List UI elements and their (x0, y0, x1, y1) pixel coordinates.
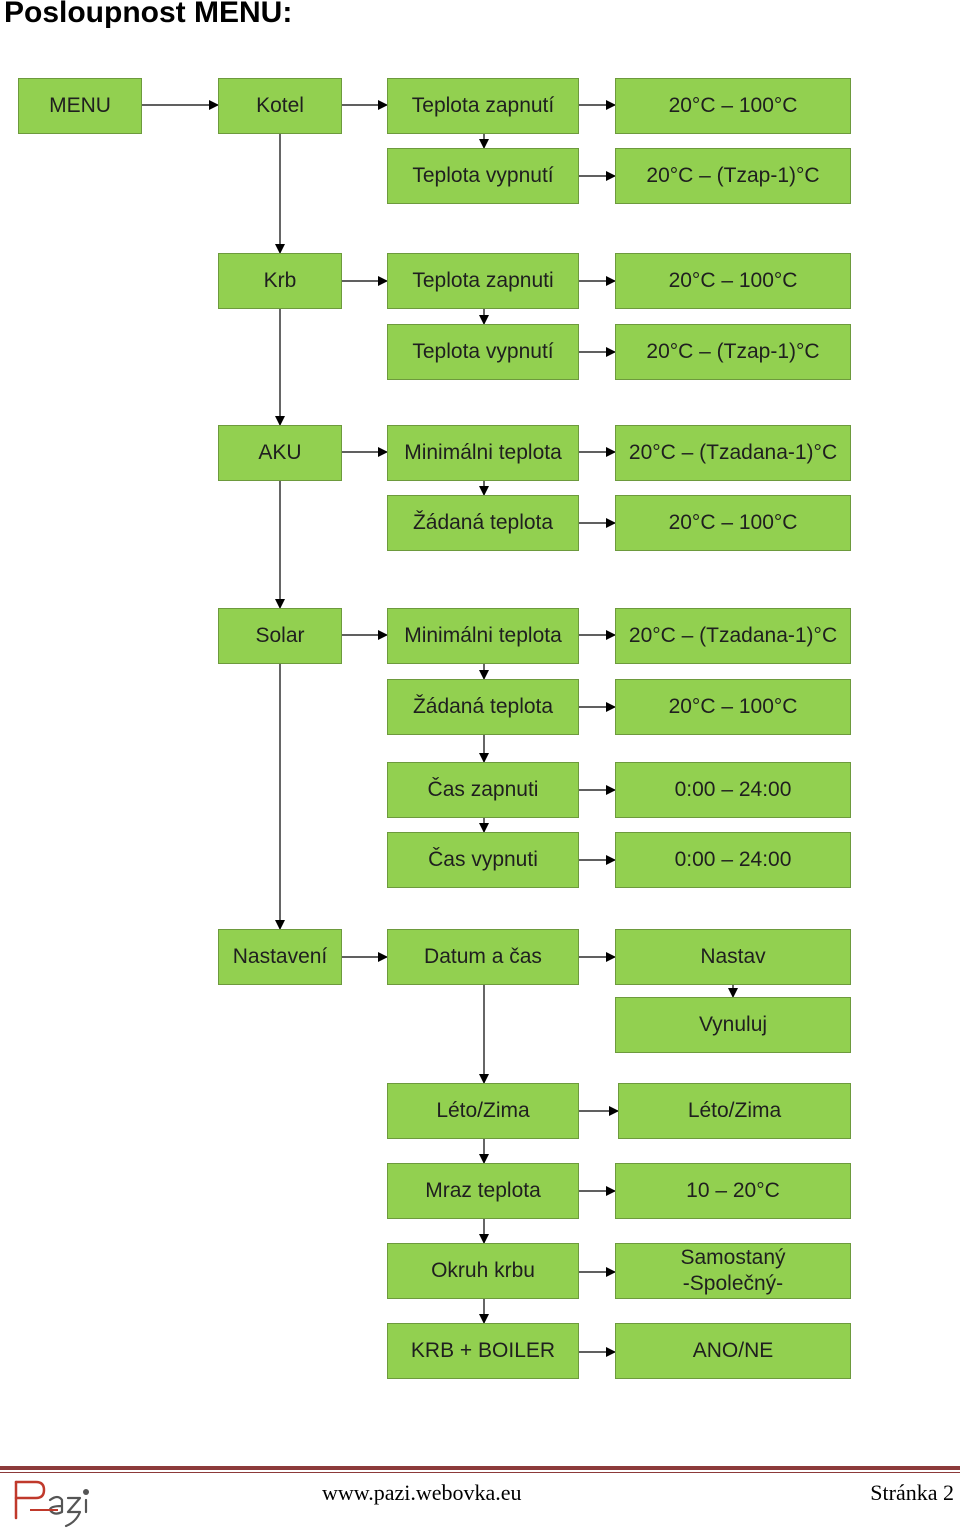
box-aku-minimalni-teplota: Minimálni teplota (387, 425, 579, 481)
box-kotel-range-vyp: 20°C – (Tzap-1)°C (615, 148, 851, 204)
box-solar-range-cas-zap: 0:00 – 24:00 (615, 762, 851, 818)
page-title: Posloupnost MENU: (4, 0, 293, 29)
box-menu: MENU (18, 78, 142, 134)
box-nastav: Nastav (615, 929, 851, 985)
box-krb-boiler: KRB + BOILER (387, 1323, 579, 1379)
footer-page-number: Stránka 2 (870, 1480, 954, 1505)
box-leto-zima: Léto/Zima (387, 1083, 579, 1139)
box-leto-zima-value: Léto/Zima (618, 1083, 851, 1139)
box-solar-cas-vypnuti: Čas vypnuti (387, 832, 579, 888)
footer-url[interactable]: www.pazi.webovka.eu (322, 1480, 522, 1505)
box-solar: Solar (218, 608, 342, 664)
box-nastaveni: Nastavení (218, 929, 342, 985)
box-kotel-range-zap: 20°C – 100°C (615, 78, 851, 134)
box-datum-a-cas: Datum a čas (387, 929, 579, 985)
box-solar-range-zad: 20°C – 100°C (615, 679, 851, 735)
pazi-logo (14, 1480, 89, 1528)
box-krb: Krb (218, 253, 342, 309)
box-kotel: Kotel (218, 78, 342, 134)
box-okruh-krbu: Okruh krbu (387, 1243, 579, 1299)
box-solar-minimalni-teplota: Minimálni teplota (387, 608, 579, 664)
box-krb-range-vyp: 20°C – (Tzap-1)°C (615, 324, 851, 380)
box-krb-teplota-vypnuti: Teplota vypnutí (387, 324, 579, 380)
box-mraz-teplota: Mraz teplota (387, 1163, 579, 1219)
box-kotel-teplota-zapnuti: Teplota zapnutí (387, 78, 579, 134)
box-krb-range-zap: 20°C – 100°C (615, 253, 851, 309)
box-solar-range-cas-vyp: 0:00 – 24:00 (615, 832, 851, 888)
box-solar-cas-zapnuti: Čas zapnuti (387, 762, 579, 818)
box-aku: AKU (218, 425, 342, 481)
box-krb-teplota-zapnuti: Teplota zapnuti (387, 253, 579, 309)
menu-flowchart-connectors (142, 100, 738, 1357)
box-kotel-teplota-vypnuti: Teplota vypnutí (387, 148, 579, 204)
box-krb-boiler-value: ANO/NE (615, 1323, 851, 1379)
box-aku-range-zad: 20°C – 100°C (615, 495, 851, 551)
footer-rule-thick (0, 1466, 960, 1470)
box-aku-zadana-teplota: Žádaná teplota (387, 495, 579, 551)
box-mraz-range: 10 – 20°C (615, 1163, 851, 1219)
box-vynuluj: Vynuluj (615, 997, 851, 1053)
box-solar-range-min: 20°C – (Tzadana-1)°C (615, 608, 851, 664)
box-okruh-value: Samostaný -Společný- (615, 1243, 851, 1299)
footer-rule-thin (0, 1472, 960, 1473)
box-aku-range-min: 20°C – (Tzadana-1)°C (615, 425, 851, 481)
box-solar-zadana-teplota: Žádaná teplota (387, 679, 579, 735)
